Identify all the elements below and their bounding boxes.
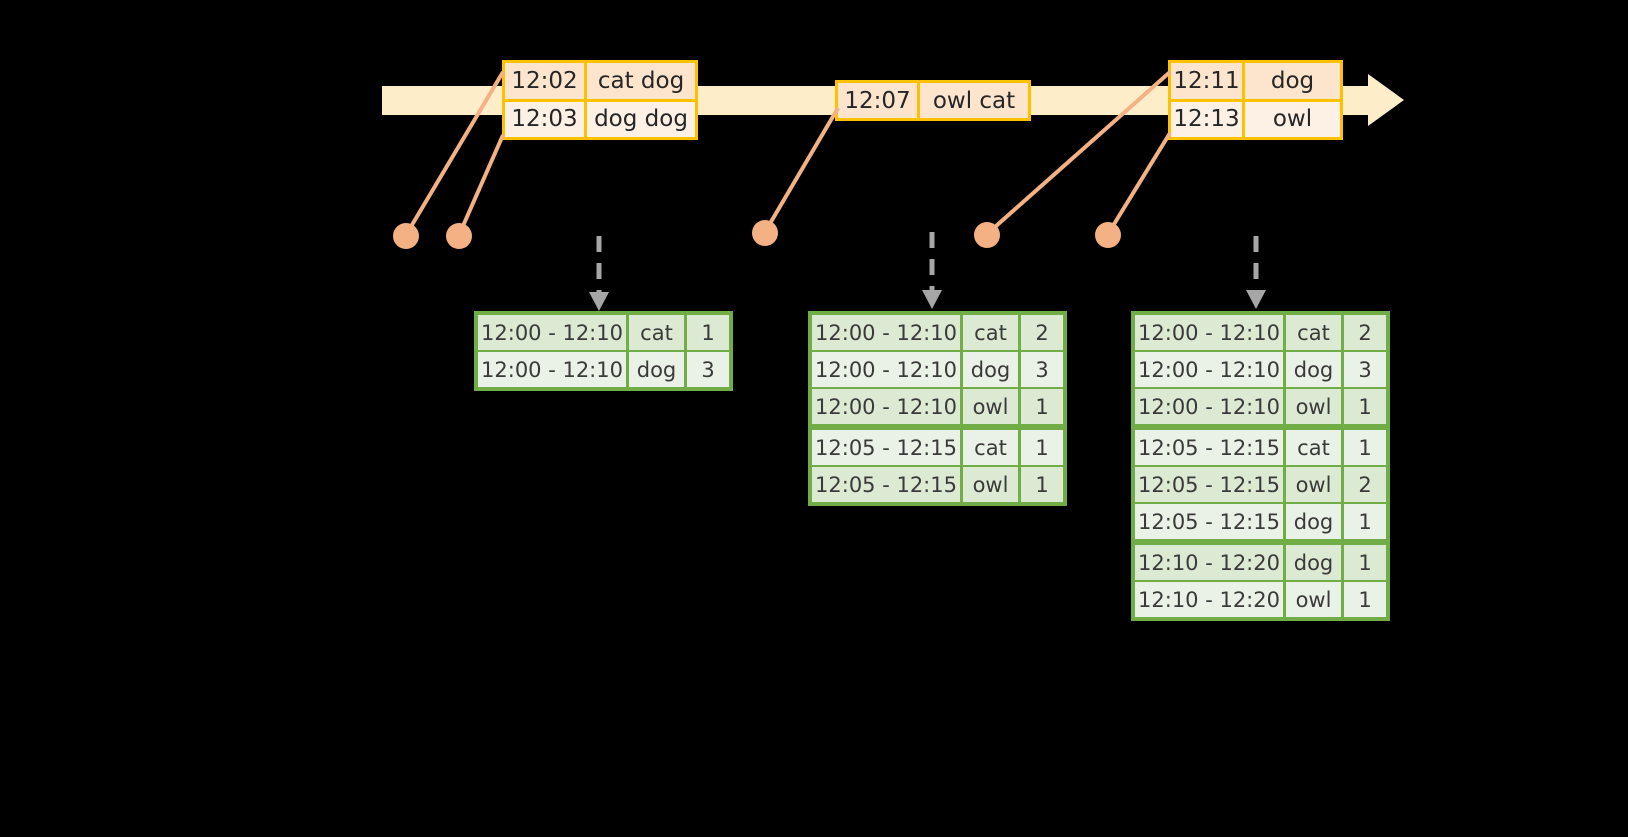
event-dot: [393, 223, 419, 249]
event-words: owl cat: [920, 83, 1028, 118]
window-cell: 12:05 - 12:15: [1135, 430, 1283, 465]
table-row: 12:05 - 12:15 owl 1: [812, 467, 1063, 502]
count-cell: 1: [1021, 389, 1063, 424]
window-cell: 12:00 - 12:10: [478, 315, 626, 350]
table-row: 12:00 - 12:10 owl 1: [812, 389, 1063, 424]
event-row: 12:11 dog: [1171, 63, 1340, 99]
count-cell: 3: [1021, 352, 1063, 387]
count-cell: 1: [687, 315, 729, 350]
result-table-3[interactable]: 12:00 - 12:10 cat 2 12:00 - 12:10 dog 3 …: [1131, 311, 1390, 621]
table-row: 12:00 - 12:10 owl 1: [1135, 389, 1386, 424]
timeline-arrowhead: [1368, 74, 1404, 126]
window-group: 12:00 - 12:10 cat 1 12:00 - 12:10 dog 3: [478, 315, 729, 387]
event-words: cat dog: [587, 63, 695, 99]
window-group: 12:00 - 12:10 cat 2 12:00 - 12:10 dog 3 …: [1135, 315, 1386, 424]
count-cell: 3: [687, 352, 729, 387]
table-row: 12:00 - 12:10 cat 1: [478, 315, 729, 350]
event-time: 12:02: [505, 63, 587, 99]
result-table-2[interactable]: 12:00 - 12:10 cat 2 12:00 - 12:10 dog 3 …: [808, 311, 1067, 506]
word-cell: owl: [1286, 467, 1341, 502]
event-time: 12:11: [1171, 63, 1245, 99]
table-row: 12:00 - 12:10 dog 3: [1135, 352, 1386, 387]
count-cell: 1: [1344, 582, 1386, 617]
dashed-down-arrow-2: [922, 232, 942, 309]
count-cell: 3: [1344, 352, 1386, 387]
event-words: dog: [1245, 63, 1340, 99]
window-group: 12:05 - 12:15 cat 1 12:05 - 12:15 owl 1: [812, 430, 1063, 502]
count-cell: 2: [1021, 315, 1063, 350]
count-cell: 2: [1344, 467, 1386, 502]
window-group: 12:05 - 12:15 cat 1 12:05 - 12:15 owl 2 …: [1135, 430, 1386, 539]
event-dot: [752, 220, 778, 246]
connector-line: [1106, 131, 1172, 236]
count-cell: 1: [1021, 430, 1063, 465]
word-cell: dog: [1286, 545, 1341, 580]
event-time: 12:03: [505, 101, 587, 137]
table-row: 12:05 - 12:15 owl 2: [1135, 467, 1386, 502]
count-cell: 1: [1344, 389, 1386, 424]
window-cell: 12:00 - 12:10: [478, 352, 626, 387]
window-group: 12:00 - 12:10 cat 2 12:00 - 12:10 dog 3 …: [812, 315, 1063, 424]
result-table-1[interactable]: 12:00 - 12:10 cat 1 12:00 - 12:10 dog 3: [474, 311, 733, 391]
table-row: 12:00 - 12:10 cat 2: [812, 315, 1063, 350]
word-cell: cat: [963, 430, 1018, 465]
word-cell: dog: [963, 352, 1018, 387]
word-cell: dog: [629, 352, 684, 387]
event-group-3[interactable]: 12:11 dog 12:13 owl: [1168, 60, 1343, 140]
word-cell: owl: [1286, 582, 1341, 617]
word-cell: owl: [963, 467, 1018, 502]
event-words: owl: [1245, 101, 1340, 137]
table-row: 12:10 - 12:20 dog 1: [1135, 545, 1386, 580]
window-cell: 12:00 - 12:10: [1135, 389, 1283, 424]
table-row: 12:05 - 12:15 dog 1: [1135, 504, 1386, 539]
event-time: 12:07: [838, 83, 920, 118]
event-dot: [1095, 222, 1121, 248]
connector-line: [763, 106, 840, 234]
window-cell: 12:00 - 12:10: [812, 389, 960, 424]
count-cell: 1: [1344, 430, 1386, 465]
connector-line: [457, 134, 505, 236]
count-cell: 2: [1344, 315, 1386, 350]
table-row: 12:00 - 12:10 dog 3: [812, 352, 1063, 387]
event-time: 12:13: [1171, 101, 1245, 137]
dashed-down-arrow-3: [1246, 236, 1266, 309]
word-cell: cat: [1286, 430, 1341, 465]
count-cell: 1: [1344, 504, 1386, 539]
event-group-2[interactable]: 12:07 owl cat: [835, 80, 1031, 121]
dashed-down-arrow-1: [589, 236, 609, 311]
window-cell: 12:00 - 12:10: [812, 315, 960, 350]
event-row: 12:13 owl: [1171, 98, 1340, 137]
window-cell: 12:00 - 12:10: [1135, 315, 1283, 350]
window-cell: 12:05 - 12:15: [812, 430, 960, 465]
table-row: 12:10 - 12:20 owl 1: [1135, 582, 1386, 617]
event-group-1[interactable]: 12:02 cat dog 12:03 dog dog: [502, 60, 698, 140]
window-cell: 12:10 - 12:20: [1135, 582, 1283, 617]
event-words: dog dog: [587, 101, 695, 137]
word-cell: cat: [1286, 315, 1341, 350]
event-row: 12:02 cat dog: [505, 63, 695, 99]
word-cell: dog: [1286, 352, 1341, 387]
window-cell: 12:00 - 12:10: [812, 352, 960, 387]
window-cell: 12:05 - 12:15: [1135, 504, 1283, 539]
word-cell: cat: [629, 315, 684, 350]
event-row: 12:03 dog dog: [505, 98, 695, 137]
window-cell: 12:05 - 12:15: [812, 467, 960, 502]
word-cell: owl: [963, 389, 1018, 424]
table-row: 12:00 - 12:10 cat 2: [1135, 315, 1386, 350]
event-row: 12:07 owl cat: [838, 83, 1028, 118]
event-dot: [446, 223, 472, 249]
word-cell: dog: [1286, 504, 1341, 539]
count-cell: 1: [1344, 545, 1386, 580]
event-dot: [974, 222, 1000, 248]
window-cell: 12:10 - 12:20: [1135, 545, 1283, 580]
window-group: 12:10 - 12:20 dog 1 12:10 - 12:20 owl 1: [1135, 545, 1386, 617]
count-cell: 1: [1021, 467, 1063, 502]
window-cell: 12:05 - 12:15: [1135, 467, 1283, 502]
window-cell: 12:00 - 12:10: [1135, 352, 1283, 387]
table-row: 12:00 - 12:10 dog 3: [478, 352, 729, 387]
word-cell: cat: [963, 315, 1018, 350]
word-cell: owl: [1286, 389, 1341, 424]
table-row: 12:05 - 12:15 cat 1: [812, 430, 1063, 465]
table-row: 12:05 - 12:15 cat 1: [1135, 430, 1386, 465]
